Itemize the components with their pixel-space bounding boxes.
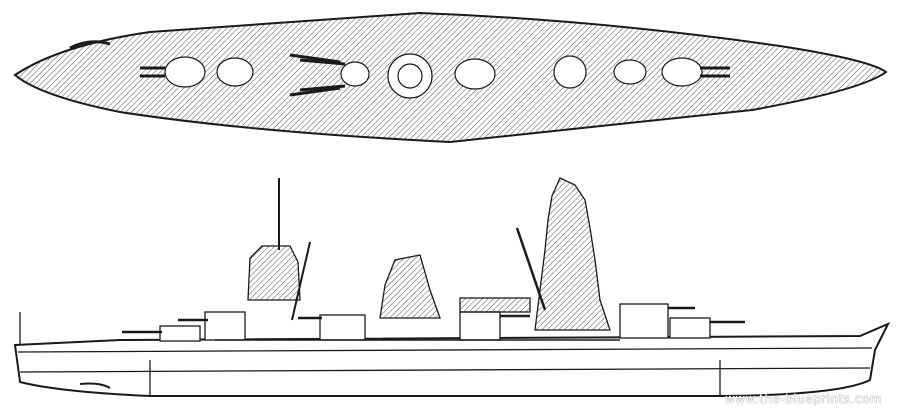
top-hull: [13, 11, 888, 144]
top-view: [13, 11, 888, 144]
top-gun-barrels: [140, 53, 730, 97]
forward-pagoda: [534, 177, 611, 331]
midship-structure: [379, 254, 441, 319]
side-hull: [13, 322, 891, 397]
side-gun-barrels: [122, 306, 745, 334]
watermark: www.the-blueprints.com: [724, 392, 882, 406]
aft-tower: [247, 245, 301, 301]
side-turrets: [159, 303, 711, 342]
side-view: [13, 177, 891, 397]
top-turrets: [164, 53, 703, 99]
